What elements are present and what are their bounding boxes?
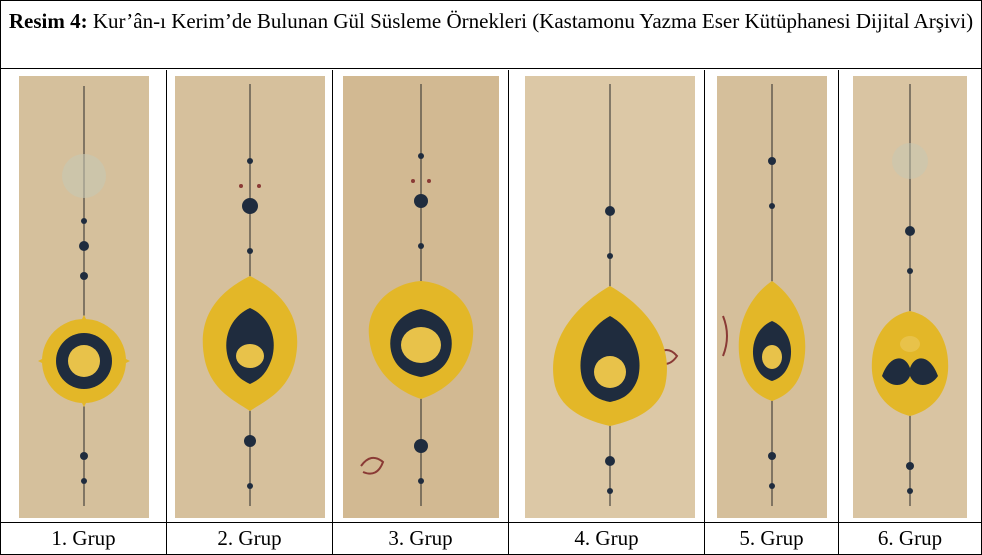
group-2-cell (167, 70, 333, 522)
rose-ornament-icon (19, 76, 149, 518)
rose-ornament-icon (175, 76, 325, 518)
rose-ornament-icon (853, 76, 967, 518)
group-6-label: 6. Grup (839, 522, 981, 554)
group-3-label: 3. Grup (333, 522, 509, 554)
group-1-image (19, 76, 149, 518)
group-3-image (343, 76, 499, 518)
group-3-cell (333, 70, 509, 522)
group-4-cell (509, 70, 705, 522)
group-4-image (525, 76, 695, 518)
group-5-cell (705, 70, 839, 522)
rose-ornament-icon (343, 76, 499, 518)
rose-ornament-icon (525, 76, 695, 518)
group-6-cell (839, 70, 981, 522)
group-2-image (175, 76, 325, 518)
rose-ornament-icon (717, 76, 827, 518)
caption-label: Resim 4: (8, 9, 88, 33)
group-2-label: 2. Grup (167, 522, 333, 554)
group-4-label: 4. Grup (509, 522, 705, 554)
group-5-label: 5. Grup (705, 522, 839, 554)
group-6-image (853, 76, 967, 518)
caption-text: Kur’ân-ı Kerim’de Bulunan Gül Süsleme Ör… (87, 9, 974, 33)
group-1-label: 1. Grup (1, 522, 167, 554)
group-1-cell (1, 70, 167, 522)
figure-caption: Resim 4: Kur’ân-ı Kerim’de Bulunan Gül S… (1, 1, 981, 69)
group-5-image (717, 76, 827, 518)
